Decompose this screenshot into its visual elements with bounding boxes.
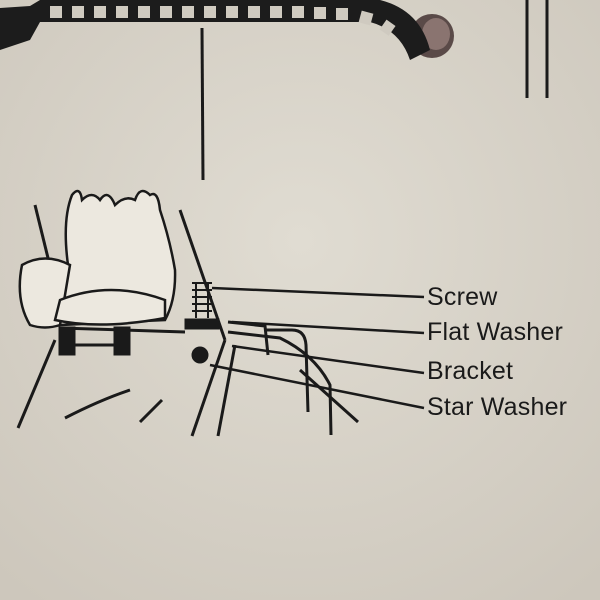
chair-drawing	[18, 189, 177, 329]
label-flat-washer: Flat Washer	[427, 318, 564, 346]
label-bracket: Bracket	[427, 357, 514, 385]
label-star-washer: Star Washer	[427, 393, 568, 421]
bracket-assembly	[178, 209, 360, 437]
cable-tie-strap	[0, 0, 430, 60]
label-screw: Screw	[427, 283, 498, 311]
leader-lines	[209, 286, 425, 410]
frame-lines	[200, 0, 549, 181]
chair-base-lines	[16, 204, 186, 429]
